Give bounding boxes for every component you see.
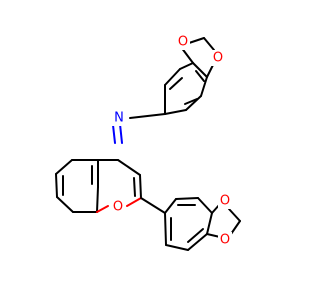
- chromene-oxygen-label: O: [113, 200, 123, 215]
- bond: [179, 62, 194, 70]
- bond: [187, 233, 208, 251]
- bond: [126, 197, 142, 207]
- bond: [203, 37, 215, 51]
- bond: [165, 244, 189, 251]
- bond: [197, 197, 213, 214]
- bottom-dioxole-oxygen-label-a: O: [220, 194, 230, 209]
- nitrogen-atom-label: N: [114, 111, 124, 126]
- bond: [206, 233, 221, 238]
- bond: [139, 174, 142, 199]
- atom-labels: N O O O O O: [111, 34, 232, 248]
- bond: [164, 198, 177, 214]
- top-dioxole-oxygen-label-a: O: [178, 35, 188, 50]
- bond: [96, 205, 109, 213]
- top-benzodioxole-group: [164, 37, 215, 115]
- bond: [164, 109, 187, 115]
- bond: [200, 76, 208, 97]
- bond: [112, 124, 116, 144]
- top-dioxole-oxygen-label-b: O: [213, 51, 223, 66]
- bottom-benzodioxole-group: [140, 197, 241, 251]
- bond: [133, 177, 136, 197]
- bond: [96, 186, 99, 213]
- bottom-dioxole-oxygen-label-b: O: [220, 233, 230, 248]
- chromene-group: [55, 159, 142, 213]
- bond: [140, 197, 166, 214]
- bond: [117, 159, 141, 176]
- bond: [184, 98, 198, 105]
- bond: [192, 62, 208, 78]
- bond: [55, 173, 58, 198]
- molecule-diagram: N O O O O O: [55, 34, 241, 251]
- bond: [187, 228, 204, 243]
- bond: [228, 208, 241, 222]
- bond: [164, 212, 167, 246]
- bond: [55, 159, 73, 175]
- bond: [129, 113, 166, 119]
- bond: [169, 77, 183, 90]
- bond: [56, 196, 74, 213]
- imine-linkage: [112, 113, 166, 144]
- bond: [185, 95, 202, 111]
- bond: [119, 123, 123, 144]
- bond: [206, 212, 213, 235]
- bond: [164, 68, 181, 86]
- bond: [230, 220, 241, 235]
- bond: [195, 70, 205, 82]
- bond: [175, 197, 199, 200]
